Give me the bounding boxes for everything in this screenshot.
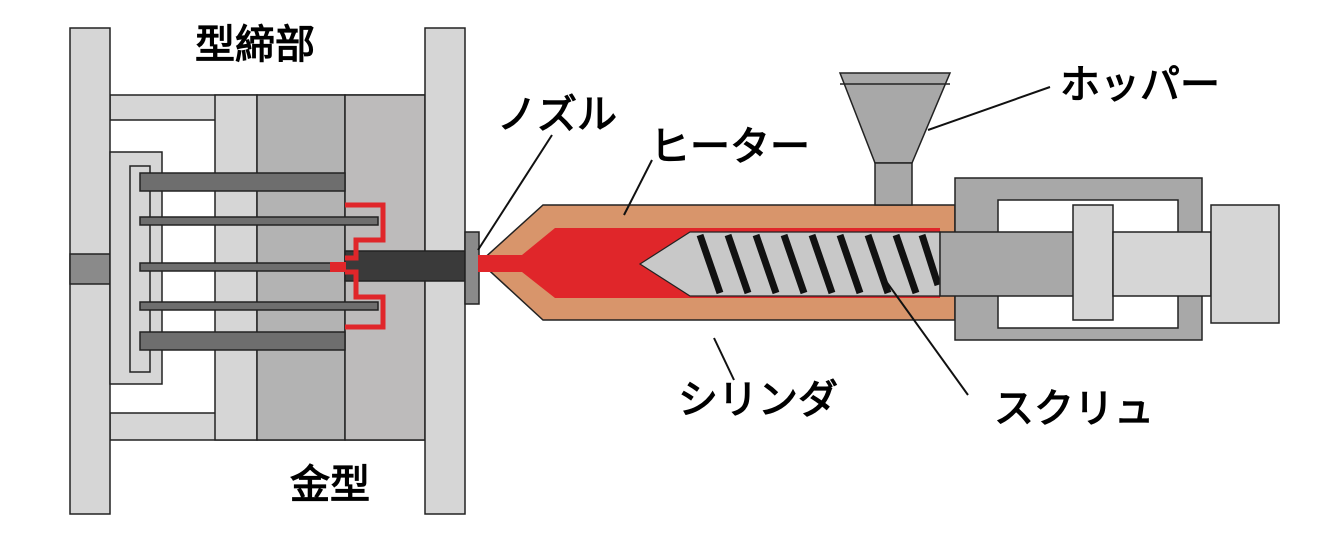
ejector-rod-4: [139, 301, 379, 311]
label-nozzle: ノズル: [497, 92, 617, 138]
label-clamping-unit: 型締部: [195, 22, 315, 68]
leader-heater: [623, 159, 653, 216]
clamping-unit: [69, 27, 466, 515]
drive-shaft: [939, 231, 1076, 297]
nozzle-flange: [464, 231, 480, 305]
screw-flights: [696, 233, 942, 295]
leader-nozzle: [477, 134, 553, 251]
drive-motor: [1210, 204, 1280, 324]
platen-shaft: [69, 253, 111, 285]
drive-rod: [1112, 231, 1212, 297]
mold-cavity: [345, 202, 386, 330]
ejector-rod-2: [139, 216, 379, 226]
label-screw: スクリュ: [994, 386, 1154, 432]
leader-lines: [477, 86, 1051, 396]
label-cylinder: シリンダ: [678, 377, 838, 423]
label-hopper: ホッパー: [1060, 62, 1220, 108]
leader-hopper: [927, 86, 1051, 131]
leader-cylinder: [713, 337, 735, 381]
label-mold: 金型: [289, 462, 370, 508]
sprue-bushing: [344, 250, 466, 282]
hopper-throat: [874, 162, 913, 206]
gate: [330, 262, 346, 272]
drive-piston: [1072, 204, 1114, 321]
leader-screw: [877, 269, 969, 396]
ejector-rod-1: [139, 172, 346, 192]
hopper-funnel: [838, 72, 952, 164]
label-heater: ヒーター: [650, 124, 810, 170]
ejector-rod-5: [139, 331, 346, 351]
injection-unit: [478, 72, 1280, 341]
ejector-rod-3: [139, 262, 341, 272]
